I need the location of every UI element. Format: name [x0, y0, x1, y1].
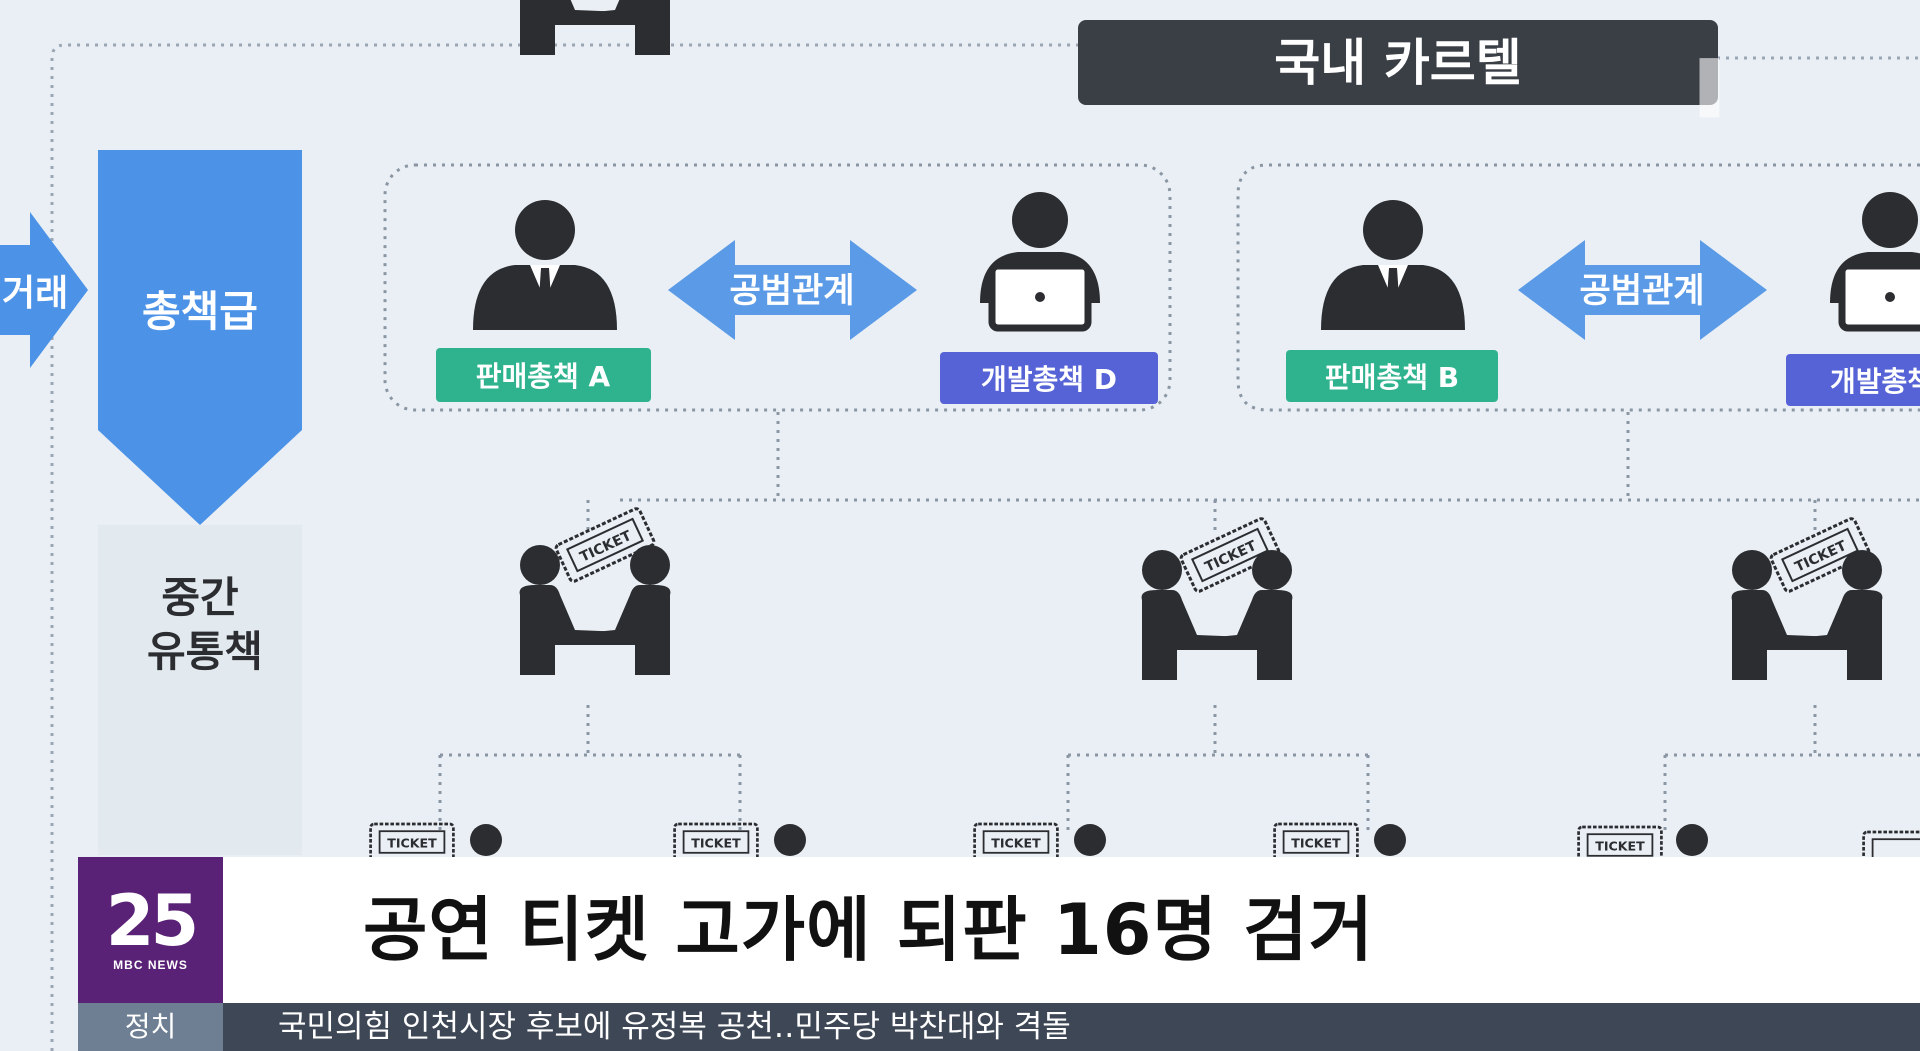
seller-a-label: 판매총책 A [476, 360, 611, 393]
svg-text:TICKET: TICKET [1793, 538, 1850, 576]
svg-text:TICKET: TICKET [1595, 838, 1645, 853]
suit-person-icon [1321, 200, 1465, 330]
developer-laptop-icon [980, 192, 1100, 328]
handshake-icon [519, 0, 671, 55]
svg-text:TICKET: TICKET [387, 835, 437, 850]
title-box: 국내 카르텔 [1078, 20, 1718, 105]
middle-distributor-label-2: 유통책 [147, 627, 263, 676]
channel-logo: 25 MBC NEWS [78, 857, 223, 1003]
category-tab: 정치 [78, 1003, 223, 1051]
svg-text:TICKET: TICKET [691, 835, 741, 850]
developer-laptop-icon [1830, 192, 1920, 328]
group-a: 판매총책 A 공범관계 개발총책 D [383, 163, 1172, 412]
news-ticker: 국민의힘 인천시장 후보에 유정복 공천‥민주당 박찬대와 격돌 [223, 1003, 1920, 1051]
developer-label-partial: 개발총책 [1830, 365, 1920, 398]
handshake-icon [519, 545, 671, 675]
group-b: 판매총책 B 공범관계 개발총책 [1236, 163, 1920, 412]
developer-d-label: 개발총책 D [981, 363, 1117, 396]
relation-label: 공범관계 [1579, 271, 1704, 311]
ticker-text: 국민의힘 인천시장 후보에 유정복 공천‥민주당 박찬대와 격돌 [278, 1009, 1071, 1045]
relation-label: 공범관계 [729, 271, 854, 311]
seller-b-label: 판매총책 B [1325, 361, 1459, 394]
relation-arrow [668, 240, 917, 340]
channel-number: 25 [105, 880, 199, 962]
diagram-title: 국내 카르텔 [1274, 34, 1521, 92]
relation-arrow [1518, 240, 1767, 340]
svg-text:TICKET: TICKET [578, 528, 635, 566]
channel-brand: MBC NEWS [113, 958, 188, 972]
trade-arrow: 거래 [0, 212, 88, 368]
svg-text:TICKET: TICKET [1203, 538, 1260, 576]
boss-chevron: 총책급 [98, 150, 302, 525]
suit-person-icon [473, 200, 617, 330]
svg-text:TICKET: TICKET [991, 835, 1041, 850]
boss-chevron-label: 총책급 [142, 287, 258, 336]
middle-distributor-label-1: 중간 [161, 573, 238, 622]
trade-arrow-label: 거래 [2, 273, 68, 314]
headline-bar: 공연 티켓 고가에 되판 16명 검거 [223, 857, 1920, 1003]
headline-text: 공연 티켓 고가에 되판 16명 검거 [363, 889, 1375, 971]
connector-lines [438, 412, 1920, 830]
svg-text:TICKET: TICKET [1291, 835, 1341, 850]
broadcaster-watermark: ▌ [1699, 58, 1738, 118]
